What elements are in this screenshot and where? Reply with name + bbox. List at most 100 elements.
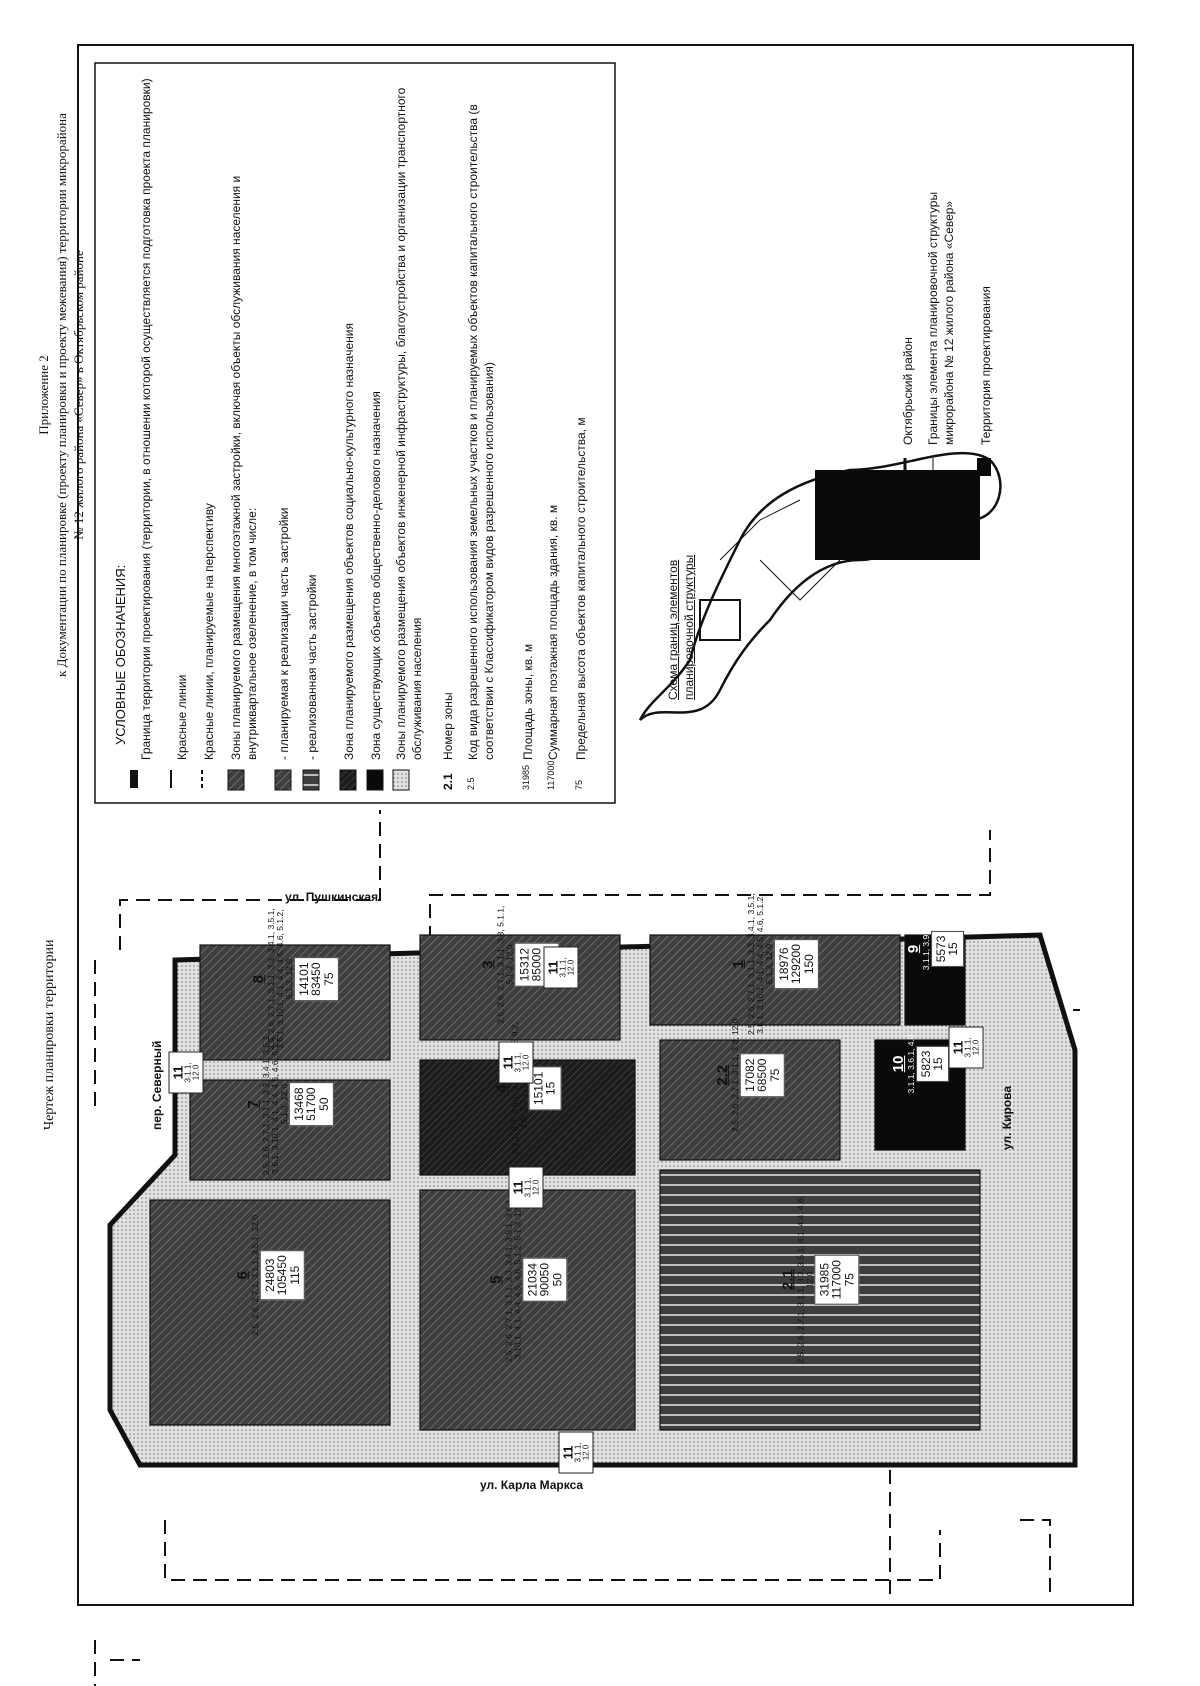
zone-height: 15	[543, 1081, 558, 1096]
inset-legend-territory: Территория проектирования	[979, 286, 993, 445]
legend-item-planned: - планируемая к реализации часть застрой…	[277, 507, 291, 760]
zone-num: 6	[233, 1271, 251, 1280]
zone-codes: 2.5, 2.6, 2.7.1, 3.1.1, 3.3, 3.4.1, 3.5.…	[265, 908, 294, 1051]
zone-floor-area: 117000	[829, 1260, 844, 1300]
zone-codes: 2.5, 2.6, 2.7.1, 3.1.1, 3.5.1, 12.0	[249, 1214, 260, 1336]
zone-label-4: 4 3.1.1, 3.3, 3.5.1, 3.5.2, 3.6.1, 3.9.2…	[493, 1018, 562, 1158]
header-line1: Приложение 2	[36, 355, 51, 435]
zone-floor-area: 129200	[788, 944, 803, 985]
zone-codes: 2.5, 2.6, 2.7.1, 3.1.1, 3.3, 3.4.1, 3.5.…	[503, 1196, 522, 1363]
sheet-frame	[77, 44, 1134, 1606]
header-line2: к Документации по планировке (проекту пл…	[53, 113, 69, 677]
zone-height: 50	[316, 1097, 331, 1111]
legend-example-text: Код вида разрешенного использования земе…	[466, 104, 497, 760]
zone-height: 150	[801, 954, 816, 975]
legend-item-realized: - реализованная часть застройки	[305, 574, 319, 760]
zone-height: 15	[931, 1057, 946, 1071]
street-karla-marksa: ул. Карла Маркса	[480, 1478, 584, 1492]
zone-height: 15	[946, 942, 961, 956]
header: Приложение 2 к Документации по планировк…	[35, 35, 88, 755]
zone-height: 115	[287, 1265, 302, 1285]
legend-example-key: 117000	[546, 760, 556, 790]
street-kirova: ул. Кирова	[1000, 1085, 1014, 1150]
zone-num: 8	[249, 974, 267, 984]
zone-num: 2.2	[713, 1064, 731, 1086]
legend-example-text: Суммарная поэтажная площадь здания, кв. …	[546, 504, 560, 760]
zone-floor-area: 90050	[537, 1263, 552, 1297]
zone-floor-area: 85000	[529, 948, 544, 982]
legend-item-multistorey: Зоны планируемого размещения многоэтажно…	[229, 175, 260, 760]
zone-5	[419, 1189, 636, 1431]
legend-example-text: Номер зоны	[441, 692, 455, 760]
zone-codes: 2.5, 2.6, 2.7.1, 3.1.1, 3.3, 3.4.1, 3.5.…	[745, 893, 774, 1036]
legend-item-social: Зона планируемого размещения объектов со…	[342, 323, 356, 760]
street-pushkinskaya: ул. Пушкинская	[285, 890, 379, 904]
zone-label-8: 8 2.5, 2.6, 2.7.1, 3.1.1, 3.3, 3.4.1, 3.…	[249, 904, 340, 1054]
legend-item-infrastructure: Зоны планируемого размещения объектов ин…	[394, 87, 425, 760]
zone-floor-area: 68500	[755, 1058, 770, 1092]
legend-example-key: 2.5	[466, 777, 476, 790]
zones	[149, 934, 981, 1431]
zone-label-1: 1 2.5, 2.6, 2.7.1, 3.1.1, 3.3, 3.4.1, 3.…	[729, 889, 820, 1039]
legend-example-key: 31985	[521, 764, 531, 790]
zone-label-6: 6 2.5, 2.6, 2.7.1, 3.1.1, 3.5.1, 12.0 24…	[233, 1190, 306, 1360]
zone-num: 2.1	[779, 1269, 797, 1291]
zone-floor-area: 105450	[275, 1255, 290, 1296]
inset-title: Схема границ элементов планировочной стр…	[666, 554, 697, 700]
legend-example-key: 75	[574, 779, 584, 790]
road-tag-codes: 3.1.1, 12.0	[523, 1177, 541, 1198]
zone-label-5: 5 2.5, 2.6, 2.7.1, 3.1.1, 3.3, 3.4.1, 3.…	[487, 1195, 568, 1365]
zone-codes: 2.5, 2.6, 2.7.1, 3.1.1, 3.3, 3.5.1, 4.1,…	[795, 1195, 814, 1364]
zone-num: 3	[479, 960, 497, 969]
road-tag-codes: 3.1.1, 12.0	[513, 1052, 531, 1073]
zone-7	[189, 1079, 391, 1181]
zone-codes: 3.1.1, 3.3, 3.5.1, 3.5.2, 3.6.1, 3.9.2, …	[509, 1022, 529, 1155]
legend-heading: УСЛОВНЫЕ ОБОЗНАЧЕНИЯ:	[113, 564, 128, 745]
zone-num: 4	[493, 1084, 511, 1093]
header-line3: № 12 жилого района «Север» в Октябрьском…	[71, 250, 87, 540]
road-tag-codes: 3.1.1, 12.0	[183, 1062, 201, 1083]
inset-legend-symbols	[903, 458, 991, 476]
legend-example-text: Предельная высота объектов капитального …	[574, 417, 588, 760]
zone-floor-area: 51700	[303, 1087, 318, 1121]
legend-example-key: 2.1	[441, 773, 455, 790]
inset-legend-boundary: Границы элемента планировочной структуры…	[926, 191, 957, 445]
legend-item-red-lines: Красные линии	[175, 674, 189, 760]
zone-num: 10	[890, 1055, 908, 1073]
road-tag-codes: 3.1.1, 12.0	[963, 1037, 981, 1058]
zone-codes: 2.5, 2.6, 2.7.1, 3.1.1, 3.3, 5.1.1, 5.1.…	[495, 905, 514, 1024]
legend-frame	[94, 62, 616, 804]
zone-label-2-1: 2.1 2.5, 2.6, 2.7.1, 3.1.1, 3.3, 3.5.1, …	[779, 1195, 860, 1365]
road-tag-codes: 3.1.1, 12.0	[573, 1442, 591, 1463]
zone-codes: 3.1.1, 3.9.2	[920, 927, 931, 971]
legend-example-text: Площадь зоны, кв. м	[521, 643, 535, 760]
inset-legend-district: Октябрьский район	[901, 337, 915, 445]
legend-item-boundary: Граница территории проектирования (терри…	[139, 78, 153, 760]
zone-num: 9	[905, 944, 923, 954]
legend-symbols	[130, 769, 410, 791]
legend-item-perspective-lines: Красные линии, планируемые на перспектив…	[202, 503, 216, 760]
road-tag-codes: 3.1.1, 12.0	[558, 957, 576, 978]
zone-floor-area: 83450	[308, 962, 323, 996]
zone-codes: 3.1.1, 3.6.1, 4.0	[905, 1034, 916, 1094]
inset-map	[638, 451, 1002, 721]
zone-6	[149, 1199, 391, 1426]
zone-num: 1	[729, 959, 747, 969]
zone-height: 50	[550, 1273, 565, 1287]
legend-item-business: Зона существующих объектов общественно-д…	[369, 391, 383, 760]
street-severny: пер. Северный	[150, 1040, 164, 1130]
zone-height: 75	[842, 1273, 857, 1287]
zone-height: 75	[767, 1068, 782, 1082]
zone-height: 75	[321, 972, 336, 986]
zone-num: 5	[487, 1275, 505, 1284]
